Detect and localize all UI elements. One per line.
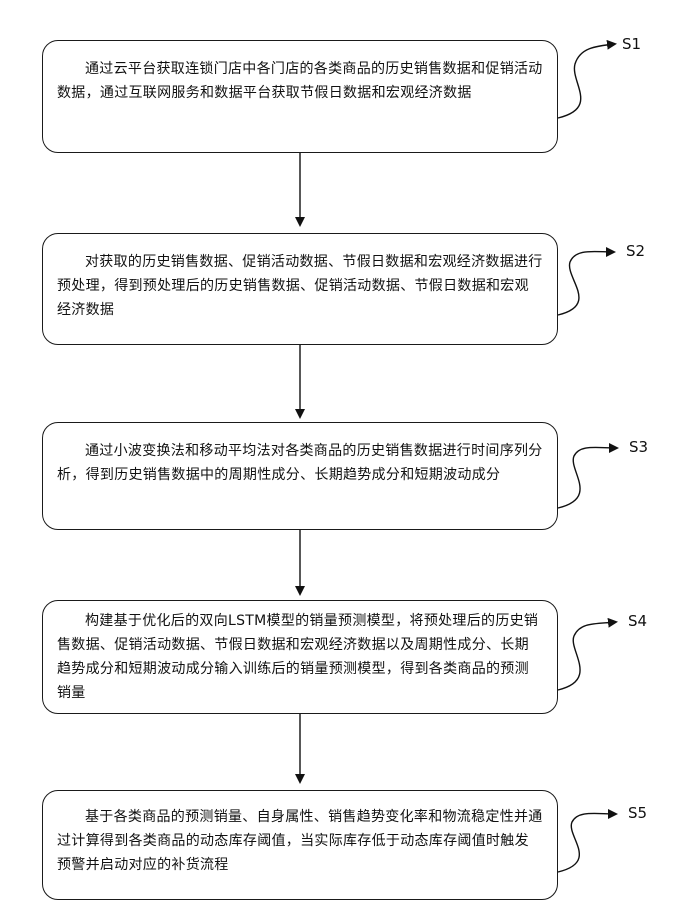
step-text-s2: 对获取的历史销售数据、促销活动数据、节假日数据和宏观经济数据进行预处理，得到预处…	[57, 250, 543, 322]
step-label-s1: S1	[622, 35, 641, 53]
step-text-s5: 基于各类商品的预测销量、自身属性、销售趋势变化率和物流稳定性并通过计算得到各类商…	[57, 805, 543, 877]
step-box-s5: 基于各类商品的预测销量、自身属性、销售趋势变化率和物流稳定性并通过计算得到各类商…	[42, 790, 558, 900]
leader-line-s3	[558, 447, 617, 508]
leader-line-s5	[558, 813, 616, 872]
step-label-s4: S4	[628, 612, 647, 630]
step-box-s3: 通过小波变换法和移动平均法对各类商品的历史销售数据进行时间序列分析，得到历史销售…	[42, 422, 558, 530]
leader-line-s1	[558, 44, 615, 118]
leader-line-s4	[558, 622, 616, 690]
step-text-s4: 构建基于优化后的双向LSTM模型的销量预测模型，将预处理后的历史销售数据、促销活…	[57, 609, 543, 705]
step-text-s1: 通过云平台获取连锁门店中各门店的各类商品的历史销售数据和促销活动数据，通过互联网…	[57, 57, 543, 105]
step-label-s2: S2	[626, 242, 645, 260]
step-box-s2: 对获取的历史销售数据、促销活动数据、节假日数据和宏观经济数据进行预处理，得到预处…	[42, 233, 558, 345]
step-label-s3: S3	[629, 438, 648, 456]
leader-line-s2	[558, 251, 614, 315]
step-box-s1: 通过云平台获取连锁门店中各门店的各类商品的历史销售数据和促销活动数据，通过互联网…	[42, 40, 558, 153]
step-box-s4: 构建基于优化后的双向LSTM模型的销量预测模型，将预处理后的历史销售数据、促销活…	[42, 600, 558, 714]
step-text-s3: 通过小波变换法和移动平均法对各类商品的历史销售数据进行时间序列分析，得到历史销售…	[57, 439, 543, 487]
step-label-s5: S5	[628, 804, 647, 822]
